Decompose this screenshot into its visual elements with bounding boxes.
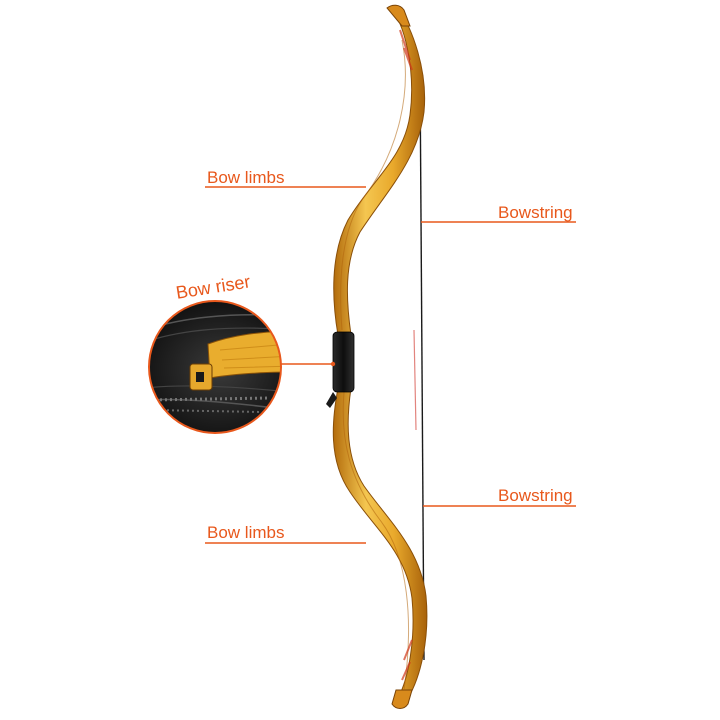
grip-wrap — [332, 331, 355, 393]
leader-dot-riser — [330, 361, 336, 367]
bow-limbs-label-top: Bow limbs — [207, 168, 285, 187]
upper-limb-tip — [386, 4, 411, 27]
bow-limbs-label-bottom: Bow limbs — [207, 523, 285, 542]
bowstring — [419, 69, 425, 661]
riser-detail-magnifier — [148, 300, 282, 434]
limb-decor-lower — [401, 639, 413, 681]
upper-bow-limb — [333, 7, 426, 336]
limb-decor-upper — [399, 29, 413, 71]
bowstring-label-bottom: Bowstring — [498, 486, 573, 505]
wood-grain-upper — [340, 39, 406, 331]
wood-grain-lower — [342, 391, 410, 691]
bowstring-label-top: Bowstring — [498, 203, 573, 222]
arrow-rest — [326, 392, 337, 408]
lower-limb-tip — [391, 689, 413, 709]
bowstring-serving — [413, 329, 417, 431]
